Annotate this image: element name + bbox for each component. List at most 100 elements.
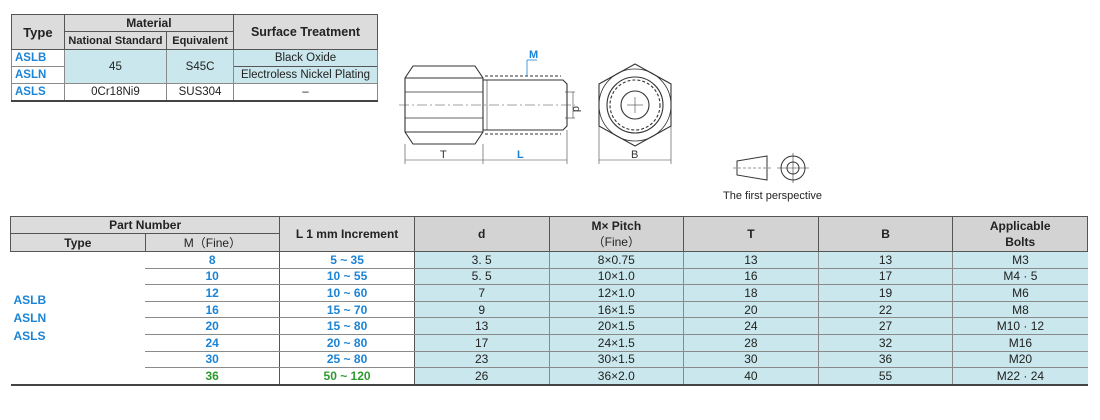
d-cell: 13 [413,317,549,335]
m-pitch-header-bottom: （Fine） [592,235,640,249]
surface-treatment-value: Black Oxide [232,49,379,67]
t-cell: 20 [683,301,819,319]
l-range-cell: 25 ~ 80 [279,351,415,369]
d-cell: 9 [413,301,549,319]
b-cell: 22 [817,301,953,319]
type-item: ASLS [13,328,46,343]
d-header: d [413,216,550,252]
d-cell: 5. 5 [413,268,549,286]
equivalent-header: Equivalent [166,31,234,50]
l-range-cell: 50 ~ 120 [279,367,415,386]
b-cell: 13 [817,251,953,269]
d-cell: 17 [413,334,549,352]
type-asls: ASLS [11,83,65,102]
type-aslb: ASLB [11,49,65,67]
b-cell: 36 [817,351,953,369]
bolts-cell: M20 [952,351,1088,369]
m-cell: 8 [145,251,280,269]
equivalent-value: S45C [166,49,234,84]
part-number-header: Part Number [9,216,281,234]
t-cell: 30 [683,351,819,369]
end-view [598,63,672,147]
m-cell: 30 [145,351,280,369]
first-angle-symbol [733,153,809,183]
b-cell: 27 [817,317,953,335]
m-pitch-cell: 10×1.0 [548,268,684,286]
m-pitch-cell: 30×1.5 [548,351,684,369]
m-pitch-cell: 20×1.5 [548,317,684,335]
m-pitch-header: M× Pitch （Fine） [548,216,685,252]
b-header: B [817,216,954,252]
b-cell: 32 [817,334,953,352]
d-label: d [570,106,582,112]
national-standard-value: 0Cr18Ni9 [63,83,168,102]
national-standard-value: 45 [63,49,168,84]
m-pitch-cell: 16×1.5 [548,301,684,319]
t-label: T [440,149,447,161]
bolts-cell: M10 · 12 [952,317,1088,335]
m-pitch-header-top: M× Pitch [591,219,642,233]
surface-treatment-value: Electroless Nickel Plating [232,66,379,84]
type-asln: ASLN [11,66,65,84]
t-cell: 28 [683,334,819,352]
m-cell: 10 [145,268,280,286]
d-cell: 23 [413,351,549,369]
l-range-cell: 20 ~ 80 [279,334,415,352]
m-cell: 20 [145,317,280,335]
bolts-header: Bolts [1005,235,1036,249]
b-cell: 19 [817,284,953,302]
equivalent-value: SUS304 [166,83,234,102]
applicable-header: Applicable [989,219,1051,233]
bolts-cell: M3 [952,251,1088,269]
national-standard-header: National Standard [63,31,168,50]
type-header: Type [11,14,65,50]
bolts-cell: M16 [952,334,1088,352]
l-range-cell: 15 ~ 80 [279,317,415,335]
material-table: Type Material Surface Treatment National… [11,14,379,102]
t-cell: 16 [683,268,819,286]
d-cell: 7 [413,284,549,302]
l-range-cell: 5 ~ 35 [279,251,415,269]
applicable-bolts-header: Applicable Bolts [952,216,1088,252]
m-pitch-cell: 12×1.0 [548,284,684,302]
bolts-cell: M8 [952,301,1088,319]
b-cell: 55 [817,367,953,386]
t-cell: 13 [683,251,819,269]
m-pitch-cell: 8×0.75 [548,251,684,269]
l-label: L [517,149,524,161]
t-cell: 24 [683,317,819,335]
material-header: Material [63,14,234,32]
m-fine-header: M（Fine） [144,233,281,252]
b-cell: 17 [817,268,953,286]
bolts-cell: M4 · 5 [952,268,1088,286]
d-cell: 26 [413,367,549,386]
m-cell: 16 [145,301,280,319]
m-cell: 12 [145,284,280,302]
l-range-cell: 15 ~ 70 [279,301,415,319]
spacer-drawing: d M T L B [399,49,672,164]
surface-treatment-value: – [232,83,379,102]
t-header: T [683,216,819,252]
bolts-cell: M6 [952,284,1088,302]
m-pitch-cell: 24×1.5 [548,334,684,352]
type-item: ASLB [13,292,47,307]
m-label: M [529,49,538,61]
type-header: Type [10,233,146,252]
m-cell: 24 [145,334,280,352]
l-range-cell: 10 ~ 60 [279,284,415,302]
type-item: ASLN [13,310,47,325]
first-perspective-label: The first perspective [723,190,823,202]
d-cell: 3. 5 [413,251,549,269]
type-list: ASLB ASLN ASLS [10,251,146,386]
t-cell: 40 [683,367,819,386]
m-cell: 36 [145,367,280,386]
